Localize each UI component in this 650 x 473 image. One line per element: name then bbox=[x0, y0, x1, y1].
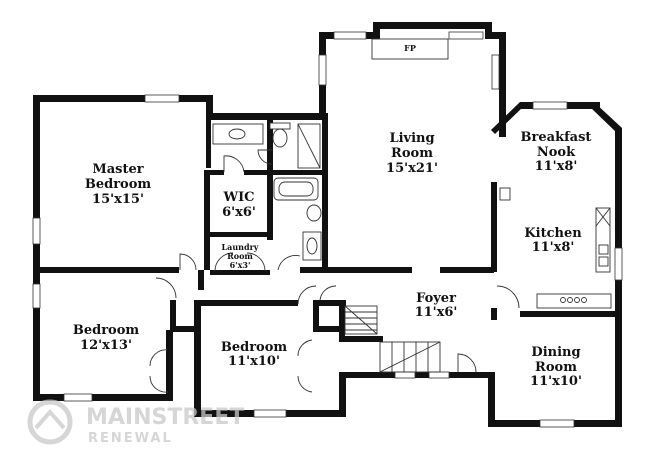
nook-line1: Breakfast bbox=[521, 130, 592, 145]
master-line1: Master bbox=[92, 162, 143, 177]
bedroom2-name: Bedroom bbox=[221, 340, 288, 355]
room-label-kitchen: Kitchen 11'x8' bbox=[524, 226, 582, 255]
fireplace bbox=[371, 38, 449, 60]
room-label-dining: Dining Room 11'x10' bbox=[530, 345, 582, 389]
bedroom2-dims: 11'x10' bbox=[228, 354, 280, 369]
stairs bbox=[344, 305, 441, 373]
watermark-tagline: RENEWAL bbox=[88, 431, 173, 446]
room-label-bedroom1: Bedroom 12'x13' bbox=[73, 323, 140, 353]
dining-line2: Room bbox=[535, 360, 577, 375]
nook-dims: 11'x8' bbox=[535, 159, 578, 174]
watermark-logo: MAINSTREET RENEWAL bbox=[27, 399, 244, 446]
laundry-line1: Laundry bbox=[222, 242, 259, 252]
dining-dims: 11'x10' bbox=[530, 374, 582, 389]
wic-name: WIC bbox=[222, 190, 254, 205]
wic-dims: 6'x6' bbox=[222, 205, 256, 220]
toilet-tank-icon bbox=[269, 122, 291, 130]
fireplace-label: FP bbox=[404, 43, 416, 53]
sink-icon bbox=[228, 128, 246, 140]
nook-line2: Nook bbox=[537, 145, 576, 160]
room-label-living: Living Room 15'x21' bbox=[386, 131, 438, 176]
living-line1: Living bbox=[389, 131, 434, 146]
foyer-dims: 11'x6' bbox=[415, 305, 458, 320]
room-label-foyer: Foyer 11'x6' bbox=[415, 291, 458, 320]
living-dims: 15'x21' bbox=[386, 161, 438, 176]
watermark-brand: MAINSTREET bbox=[86, 405, 244, 430]
room-label-laundry: Laundry Room 6'x3' bbox=[222, 242, 259, 270]
logo-mark-icon bbox=[27, 399, 73, 445]
stove-burner-icon bbox=[560, 297, 566, 303]
bedroom1-name: Bedroom bbox=[73, 323, 140, 338]
living-line2: Room bbox=[391, 146, 433, 161]
master-line2: Bedroom bbox=[85, 177, 152, 192]
toilet-icon-2 bbox=[306, 204, 322, 222]
bathroom-fixtures bbox=[212, 122, 322, 261]
room-label-nook: Breakfast Nook 11'x8' bbox=[521, 130, 592, 174]
dining-line1: Dining bbox=[531, 345, 580, 360]
kitchen-name: Kitchen bbox=[524, 226, 582, 241]
laundry-line2: Room bbox=[227, 251, 253, 261]
doors bbox=[149, 149, 520, 393]
sink-icon-2 bbox=[306, 237, 318, 255]
kitchen-sink-icon bbox=[598, 244, 609, 255]
toilet-icon bbox=[272, 128, 288, 148]
interior-walls bbox=[33, 113, 622, 342]
room-label-master: Master Bedroom 15'x15' bbox=[85, 162, 152, 207]
kitchen-fixtures bbox=[499, 187, 612, 309]
bedroom1-dims: 12'x13' bbox=[80, 338, 132, 353]
kitchen-dims: 11'x8' bbox=[532, 240, 575, 255]
room-label-wic: WIC 6'x6' bbox=[222, 190, 256, 220]
room-label-bedroom2: Bedroom 11'x10' bbox=[221, 340, 288, 369]
master-dims: 15'x15' bbox=[92, 192, 144, 207]
foyer-name: Foyer bbox=[416, 291, 456, 306]
laundry-dims: 6'x3' bbox=[230, 260, 251, 270]
